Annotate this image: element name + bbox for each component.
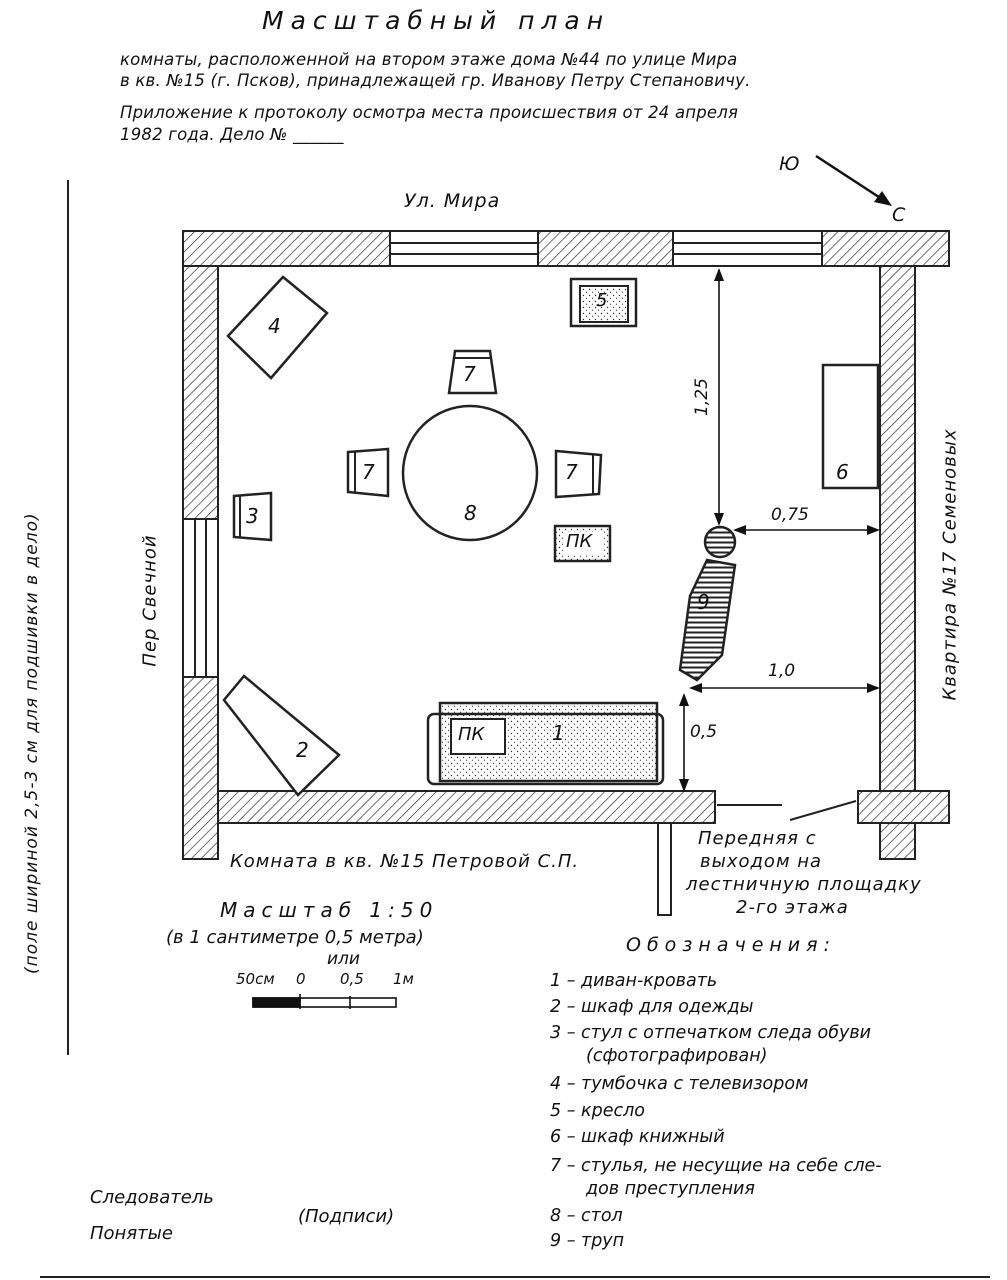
hall-label-3: лестничную площадку: [686, 874, 922, 895]
scale-tick-05: 0,5: [340, 970, 364, 988]
hall-label-4: 2-го этажа: [736, 897, 849, 918]
label-2: 2: [296, 738, 309, 762]
legend-title: Обозначения:: [626, 934, 836, 956]
door-leaf: [789, 800, 857, 821]
body-9: [678, 525, 737, 682]
margin-note: (поле шириной 2,5-3 см для подшивки в де…: [22, 512, 42, 974]
signatures-label: (Подписи): [298, 1206, 395, 1227]
header-line-1: комнаты, расположенной на втором этаже д…: [120, 50, 738, 69]
compass-south: Ю: [779, 153, 801, 175]
legend-item-2: 2 – шкаф для одежды: [550, 997, 754, 1017]
hall-label-2: выходом на: [700, 851, 823, 872]
label-7-left: 7: [362, 460, 375, 484]
adjacent-room-label: Комната в кв. №15 Петровой С.П.: [230, 851, 580, 872]
label-7-right: 7: [565, 460, 578, 484]
dimension-arrows: [679, 268, 880, 792]
scale-bar: [252, 994, 397, 1009]
compass-north: С: [892, 204, 907, 226]
compass-arrow: [815, 154, 889, 205]
legend-item-7b: дов преступления: [586, 1179, 755, 1199]
compass-arrowhead: [874, 191, 892, 206]
wardrobe-2: [222, 674, 341, 797]
partition-post: [657, 822, 672, 916]
hall-label-1: Передняя с: [698, 828, 817, 849]
label-pk-sofa: ПК: [458, 724, 485, 745]
pk-mark-sofa: [450, 718, 506, 755]
legend-item-5: 5 – кресло: [550, 1101, 645, 1121]
header-line-3: Приложение к протоколу осмотра места про…: [120, 103, 739, 122]
legend-item-3: 3 – стул с отпечатком следа обуви: [550, 1023, 872, 1043]
label-7-top: 7: [463, 362, 476, 386]
label-4: 4: [268, 314, 281, 338]
legend-item-7: 7 – стулья, не несущие на себе сле-: [550, 1156, 882, 1176]
bookcase-6: [821, 363, 880, 490]
chair-3: [232, 491, 273, 542]
chair-7-right: [554, 449, 603, 499]
street-label: Ул. Мира: [404, 190, 501, 212]
label-8: 8: [464, 501, 477, 525]
dim-0-5: 0,5: [690, 722, 718, 742]
table-8: [401, 404, 539, 542]
scale-title: Масштаб 1:50: [220, 898, 439, 922]
header-line-4: 1982 года. Дело № ______: [120, 125, 344, 144]
chair-7-left: [346, 447, 390, 498]
legend-item-3b: (сфотографирован): [586, 1046, 768, 1066]
label-5: 5: [596, 290, 608, 311]
scale-subtitle: (в 1 сантиметре 0,5 метра): [166, 927, 424, 948]
witnesses-label: Понятые: [90, 1223, 173, 1244]
lane-label: Пер Свечной: [139, 534, 161, 667]
label-3: 3: [246, 504, 259, 528]
investigator-label: Следователь: [90, 1187, 214, 1208]
dim-1-25: 1,25: [692, 378, 712, 416]
dim-0-75: 0,75: [771, 505, 809, 525]
tv-stand-4: [226, 275, 329, 380]
legend-item-9: 9 – труп: [550, 1231, 625, 1251]
legend-item-1: 1 – диван-кровать: [550, 971, 718, 991]
dim-1-0: 1,0: [768, 661, 796, 681]
chair-7-top: [447, 349, 498, 395]
walls: [182, 230, 950, 860]
scale-or: или: [327, 949, 360, 969]
plan-title: Масштабный план: [262, 6, 611, 35]
header-line-2: в кв. №15 (г. Псков), принадлежащей гр. …: [120, 71, 751, 90]
scale-tick-0: 0: [296, 970, 306, 988]
label-pk-middle: ПК: [566, 531, 593, 552]
legend-item-8: 8 – стол: [550, 1206, 623, 1226]
label-1: 1: [552, 721, 565, 745]
scale-tick-1m: 1м: [393, 970, 414, 988]
scale-tick-50cm: 50см: [236, 970, 275, 988]
label-9: 9: [697, 590, 710, 614]
label-6: 6: [836, 460, 849, 484]
dimension-lines: [683, 270, 878, 790]
legend-item-4: 4 – тумбочка с телевизором: [550, 1074, 809, 1094]
neighbor-flat-label: Квартира №17 Семеновых: [939, 428, 961, 701]
legend-item-6: 6 – шкаф книжный: [550, 1127, 725, 1147]
